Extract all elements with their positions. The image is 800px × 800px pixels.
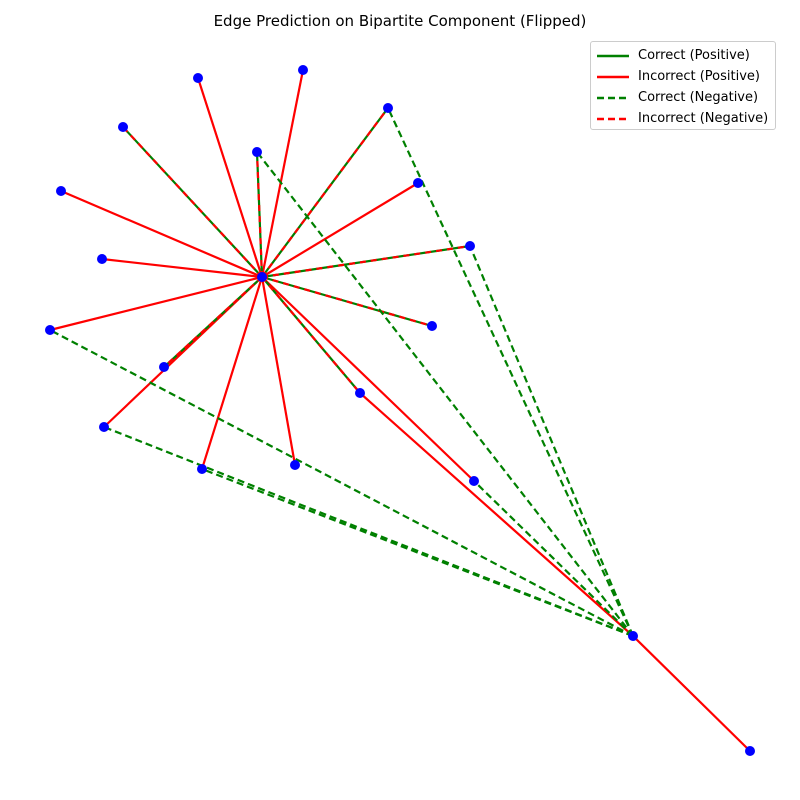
edge-incorrect-negative-overlay [122, 126, 263, 278]
graph-node [159, 362, 169, 372]
edge-incorrect-positive [260, 276, 297, 466]
edge-correct-negative [201, 467, 634, 638]
edge-incorrect-negative-overlay [261, 275, 433, 328]
graph-node [413, 178, 423, 188]
edges-layer [49, 69, 751, 752]
edge-correct-negative [473, 480, 634, 637]
graph-node [45, 325, 55, 335]
legend-entry-correct-positive: Correct (Positive) [597, 45, 769, 66]
edge-correct-negative [49, 329, 634, 637]
legend-swatch-solid-green [597, 54, 629, 57]
legend-entry-correct-negative: Correct (Negative) [597, 87, 769, 108]
legend-label: Correct (Positive) [638, 48, 750, 63]
edge-incorrect-positive [261, 276, 475, 482]
graph-node [118, 122, 128, 132]
legend-label: Incorrect (Negative) [638, 111, 769, 126]
graph-node [197, 464, 207, 474]
figure-title: Edge Prediction on Bipartite Component (… [213, 12, 587, 30]
edge-correct-negative [256, 151, 634, 637]
graph-node [745, 746, 755, 756]
graph-node [469, 476, 479, 486]
edge-incorrect-positive [260, 69, 305, 278]
graph-node [252, 147, 262, 157]
edge-incorrect-positive [632, 635, 751, 752]
graph-node [628, 631, 638, 641]
edge-incorrect-negative-overlay [261, 244, 471, 279]
nodes-layer [45, 65, 755, 756]
graph-node [56, 186, 66, 196]
edge-correct-negative [103, 425, 634, 638]
graph-node [383, 103, 393, 113]
graph-node [298, 65, 308, 75]
graph-node [465, 241, 475, 251]
edge-correct-positive [255, 151, 264, 278]
edge-incorrect-negative-overlay [163, 276, 263, 368]
edge-incorrect-positive [101, 257, 263, 279]
legend: Correct (Positive) Incorrect (Positive) … [590, 41, 776, 130]
legend-swatch-dashed-green [597, 96, 629, 99]
graph-node [193, 73, 203, 83]
edge-incorrect-positive [196, 77, 264, 278]
legend-swatch-solid-red [597, 75, 629, 78]
edge-incorrect-negative-overlay [255, 151, 264, 278]
legend-entry-incorrect-negative: Incorrect (Negative) [597, 108, 769, 129]
graph-node [97, 254, 107, 264]
legend-swatch-dashed-red [597, 117, 629, 120]
edge-incorrect-positive [60, 189, 263, 279]
graph-node [427, 321, 437, 331]
edge-incorrect-positive [359, 392, 634, 637]
graph-node [290, 460, 300, 470]
graph-node [257, 272, 267, 282]
edge-incorrect-negative-overlay [261, 107, 389, 278]
graph-node [99, 422, 109, 432]
edge-correct-negative [468, 245, 635, 637]
legend-entry-incorrect-positive: Incorrect (Positive) [597, 66, 769, 87]
edge-incorrect-positive [200, 276, 264, 470]
edge-incorrect-negative-overlay [261, 276, 361, 394]
legend-label: Correct (Negative) [638, 90, 759, 105]
legend-label: Incorrect (Positive) [638, 69, 760, 84]
edge-incorrect-positive [261, 182, 419, 278]
edge-correct-negative [387, 107, 634, 637]
graph-node [355, 388, 365, 398]
edge-incorrect-positive [49, 275, 263, 332]
